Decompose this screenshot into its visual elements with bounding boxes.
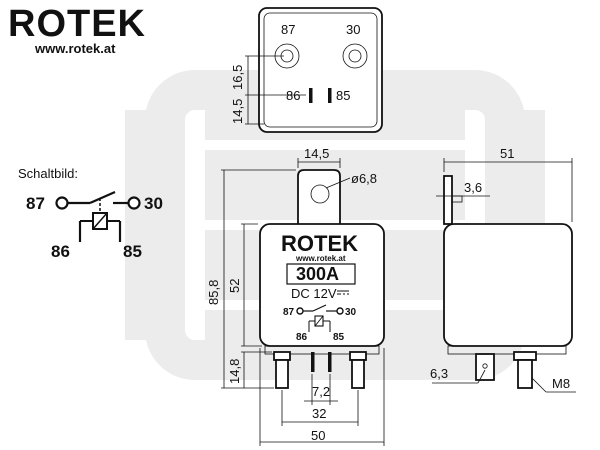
mounting-hole (310, 184, 330, 204)
dim-depth: 51 (500, 146, 514, 161)
dim-hole-diameter: ø6,8 (351, 171, 377, 186)
schematic-title: Schaltbild: (18, 166, 78, 181)
dim-height-total: 85,8 (206, 280, 221, 305)
schematic-terminal-87 (55, 196, 69, 210)
dim-height-body: 52 (227, 279, 242, 293)
brand-logo: ROTEK www.rotek.at (8, 3, 146, 56)
top-terminal-30 (342, 43, 368, 69)
schematic-label-86: 86 (51, 242, 70, 261)
front-label-87: 87 (283, 307, 295, 318)
schematic-label-87: 87 (26, 194, 45, 213)
front-terminal-30 (351, 359, 365, 389)
front-label-brand: ROTEK (281, 231, 358, 256)
front-pin-86 (311, 352, 315, 372)
top-view: 87 30 86 85 16,5 14,5 (230, 7, 383, 133)
front-label-current: 300A (296, 264, 339, 284)
side-bracket (443, 175, 453, 225)
side-view-housing (443, 223, 573, 347)
side-view: 51 3,6 6,3 M8 (430, 146, 576, 393)
schematic-label-30: 30 (144, 194, 163, 213)
top-terminal-86-label: 86 (286, 88, 300, 103)
top-view-housing (258, 7, 383, 133)
schematic-switch-contact (89, 190, 116, 205)
dim-mount-width: 14,5 (304, 146, 329, 161)
dim-width-body: 50 (311, 428, 325, 443)
current-rating-box (286, 263, 356, 285)
front-view: ROTEK www.rotek.at 300A DC 12V 87 30 86 … (206, 146, 385, 446)
brand-website: www.rotek.at (34, 41, 116, 56)
dim-thread: M8 (552, 376, 570, 391)
side-flat-tab (475, 353, 495, 381)
brand-logo-text: ROTEK (8, 3, 146, 45)
top-terminal-30-label: 30 (346, 22, 360, 37)
top-terminal-87-label: 87 (281, 22, 295, 37)
front-terminal-87 (275, 359, 289, 389)
side-threaded-stud (517, 359, 533, 389)
front-label-voltage: DC 12V (291, 286, 337, 301)
top-dim-upper: 16,5 (230, 65, 245, 90)
front-label-86: 86 (296, 332, 308, 343)
front-label-web: www.rotek.at (295, 254, 346, 263)
top-terminal-85 (328, 88, 332, 103)
front-label-30: 30 (345, 307, 357, 318)
dim-pin-gap: 7,2 (312, 384, 330, 399)
schematic-label-85: 85 (123, 242, 142, 261)
top-terminal-86 (309, 88, 313, 103)
dim-height-terminals: 14,8 (227, 359, 242, 384)
top-dim-lower: 14,5 (230, 99, 245, 124)
dim-terminal-spacing: 32 (312, 406, 326, 421)
dim-tab-width: 6,3 (430, 366, 448, 381)
top-terminal-85-label: 85 (336, 88, 350, 103)
dim-bracket-thickness: 3,6 (464, 180, 482, 195)
schematic: Schaltbild: 87 30 86 85 (18, 166, 163, 261)
mounting-bracket (297, 169, 341, 224)
front-pin-85 (328, 352, 332, 372)
schematic-terminal-30 (127, 196, 141, 210)
front-label-85: 85 (333, 332, 345, 343)
